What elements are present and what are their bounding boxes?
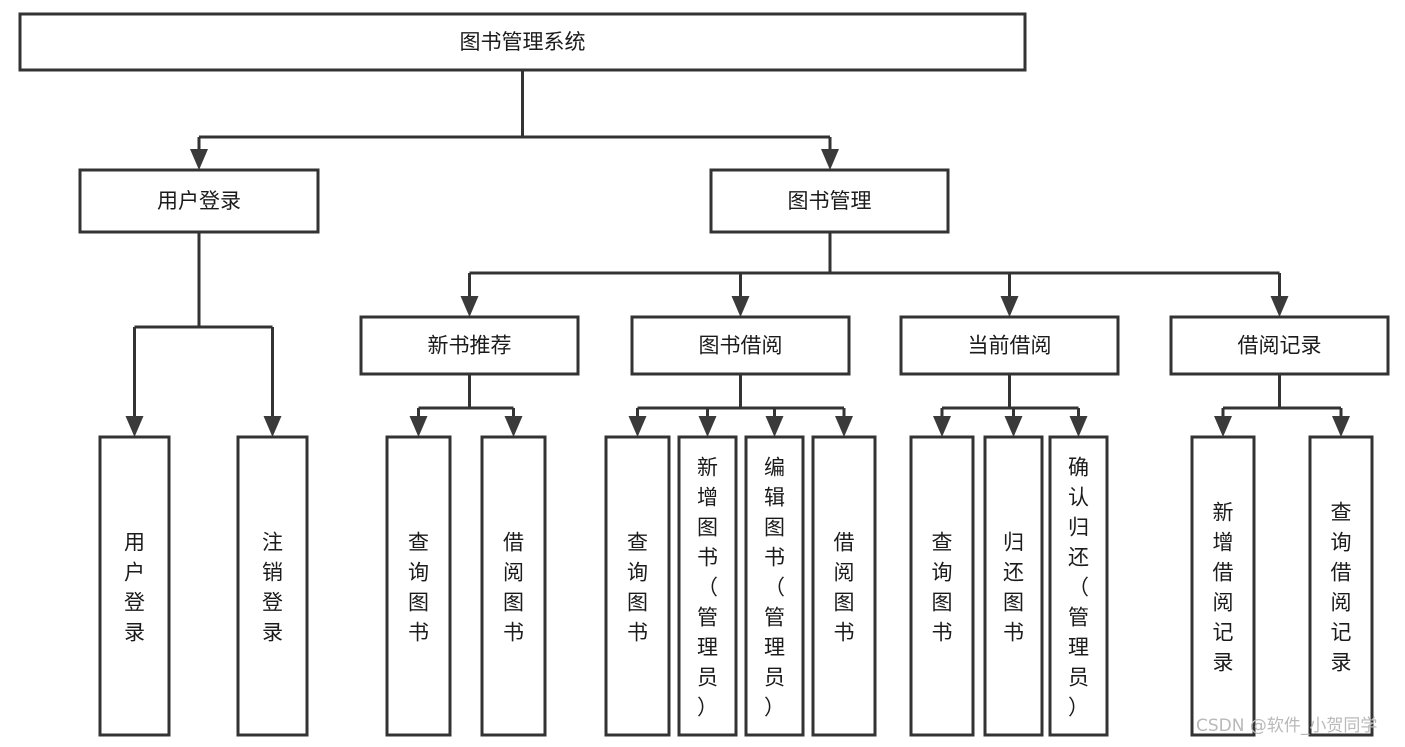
node-leaf-return-book[interactable]: 归还图书 <box>983 435 1044 737</box>
node-label-user-login: 用户登录 <box>157 189 241 213</box>
node-leaf-query-books-borrow[interactable]: 查询图书 <box>604 435 671 737</box>
node-box-leaf-edit-book-admin[interactable] <box>744 435 805 737</box>
node-label-leaf-query-books-borrow: 查询图书 <box>627 530 648 644</box>
connector-book-borrow-bus <box>636 374 846 418</box>
nodes-layer: 图书管理系统用户登录图书管理新书推荐图书借阅当前借阅借阅记录用户登录注销登录查询… <box>18 12 1390 737</box>
connector-book-management-bus <box>468 232 1281 298</box>
arrow-icon <box>1214 416 1232 437</box>
node-box-leaf-confirm-return-admin[interactable] <box>1048 435 1109 737</box>
node-label-leaf-edit-book-admin: 编辑图书（管理员） <box>764 455 785 719</box>
arrow-icon <box>263 416 282 437</box>
node-box-new-book-recommend[interactable] <box>359 315 580 376</box>
node-label-leaf-borrow-books-recommend: 借阅图书 <box>503 530 524 644</box>
node-box-leaf-logout-login[interactable] <box>236 435 309 737</box>
csdn-watermark: CSDN @软件_小贺同学 <box>1196 716 1377 736</box>
node-leaf-edit-book-admin[interactable]: 编辑图书（管理员） <box>744 435 805 737</box>
node-leaf-logout-login[interactable]: 注销登录 <box>236 435 309 737</box>
arrow-icon <box>1000 296 1019 317</box>
node-label-book-management: 图书管理 <box>788 189 872 213</box>
node-box-leaf-user-login[interactable] <box>98 435 171 737</box>
node-label-leaf-add-book-admin: 新增图书（管理员） <box>697 455 718 719</box>
node-label-leaf-user-login: 用户登录 <box>124 530 145 644</box>
node-box-book-management[interactable] <box>709 168 950 234</box>
node-borrow-record[interactable]: 借阅记录 <box>1169 315 1390 376</box>
node-user-login[interactable]: 用户登录 <box>78 168 320 234</box>
arrow-icon <box>190 149 208 170</box>
node-leaf-user-login[interactable]: 用户登录 <box>98 435 171 737</box>
node-label-leaf-borrow-books-borrow: 借阅图书 <box>834 530 855 644</box>
node-box-leaf-query-borrow-record[interactable] <box>1308 435 1374 737</box>
node-leaf-add-book-admin[interactable]: 新增图书（管理员） <box>677 435 738 737</box>
arrow-icon <box>1270 296 1289 317</box>
arrow-icon <box>765 416 784 437</box>
node-book-management[interactable]: 图书管理 <box>709 168 950 234</box>
arrow-icon <box>628 416 647 437</box>
arrow-icon <box>409 416 428 437</box>
arrow-icon <box>731 296 750 317</box>
node-box-leaf-query-books-current[interactable] <box>909 435 975 737</box>
node-leaf-query-borrow-record[interactable]: 查询借阅记录 <box>1308 435 1374 737</box>
arrow-icon <box>460 296 479 317</box>
connector-borrow-record-bus <box>1221 374 1343 418</box>
node-root[interactable]: 图书管理系统 <box>18 12 1027 72</box>
node-current-borrow[interactable]: 当前借阅 <box>899 315 1120 376</box>
node-new-book-recommend[interactable]: 新书推荐 <box>359 315 580 376</box>
arrow-icon <box>835 416 853 437</box>
node-label-new-book-recommend: 新书推荐 <box>428 334 512 358</box>
node-label-leaf-add-borrow-record: 新增借阅记录 <box>1213 500 1234 674</box>
arrow-icon <box>504 416 523 437</box>
connector-current-borrow-bus <box>940 374 1080 418</box>
node-box-current-borrow[interactable] <box>899 315 1120 376</box>
node-box-leaf-return-book[interactable] <box>983 435 1044 737</box>
node-book-borrow[interactable]: 图书借阅 <box>630 315 851 376</box>
connectors-layer <box>133 70 1343 418</box>
node-leaf-query-books-recommend[interactable]: 查询图书 <box>385 435 452 737</box>
node-label-leaf-confirm-return-admin: 确认归还（管理员） <box>1068 455 1089 719</box>
node-box-book-borrow[interactable] <box>630 315 851 376</box>
arrow-icon <box>698 416 717 437</box>
connector-new-book-recommend-bus <box>417 374 515 418</box>
arrow-icon <box>1069 416 1088 437</box>
node-label-book-borrow: 图书借阅 <box>699 334 783 358</box>
arrow-icon <box>933 416 951 437</box>
node-label-leaf-query-books-recommend: 查询图书 <box>408 530 429 644</box>
arrow-icon <box>125 416 144 437</box>
arrow-icon <box>1004 416 1023 437</box>
node-leaf-query-books-current[interactable]: 查询图书 <box>909 435 975 737</box>
node-box-leaf-query-books-recommend[interactable] <box>385 435 452 737</box>
node-leaf-borrow-books-borrow[interactable]: 借阅图书 <box>811 435 877 737</box>
node-box-leaf-add-borrow-record[interactable] <box>1190 435 1256 737</box>
node-label-root: 图书管理系统 <box>460 30 586 54</box>
node-box-user-login[interactable] <box>78 168 320 234</box>
node-label-leaf-query-books-current: 查询图书 <box>932 530 953 644</box>
node-box-leaf-query-books-borrow[interactable] <box>604 435 671 737</box>
node-label-current-borrow: 当前借阅 <box>968 334 1052 358</box>
arrow-icon <box>821 149 839 170</box>
node-box-leaf-borrow-books-recommend[interactable] <box>480 435 547 737</box>
arrow-icon <box>1332 416 1350 437</box>
node-box-root[interactable] <box>18 12 1027 72</box>
node-leaf-add-borrow-record[interactable]: 新增借阅记录 <box>1190 435 1256 737</box>
node-label-leaf-query-borrow-record: 查询借阅记录 <box>1331 500 1352 674</box>
node-label-leaf-return-book: 归还图书 <box>1003 530 1024 644</box>
node-label-borrow-record: 借阅记录 <box>1238 334 1322 358</box>
node-box-borrow-record[interactable] <box>1169 315 1390 376</box>
node-box-leaf-add-book-admin[interactable] <box>677 435 738 737</box>
node-box-leaf-borrow-books-borrow[interactable] <box>811 435 877 737</box>
connector-user-login-bus <box>133 232 274 418</box>
node-leaf-borrow-books-recommend[interactable]: 借阅图书 <box>480 435 547 737</box>
node-label-leaf-logout-login: 注销登录 <box>262 530 283 644</box>
node-leaf-confirm-return-admin[interactable]: 确认归还（管理员） <box>1048 435 1109 737</box>
connector-root-bus <box>197 70 832 151</box>
